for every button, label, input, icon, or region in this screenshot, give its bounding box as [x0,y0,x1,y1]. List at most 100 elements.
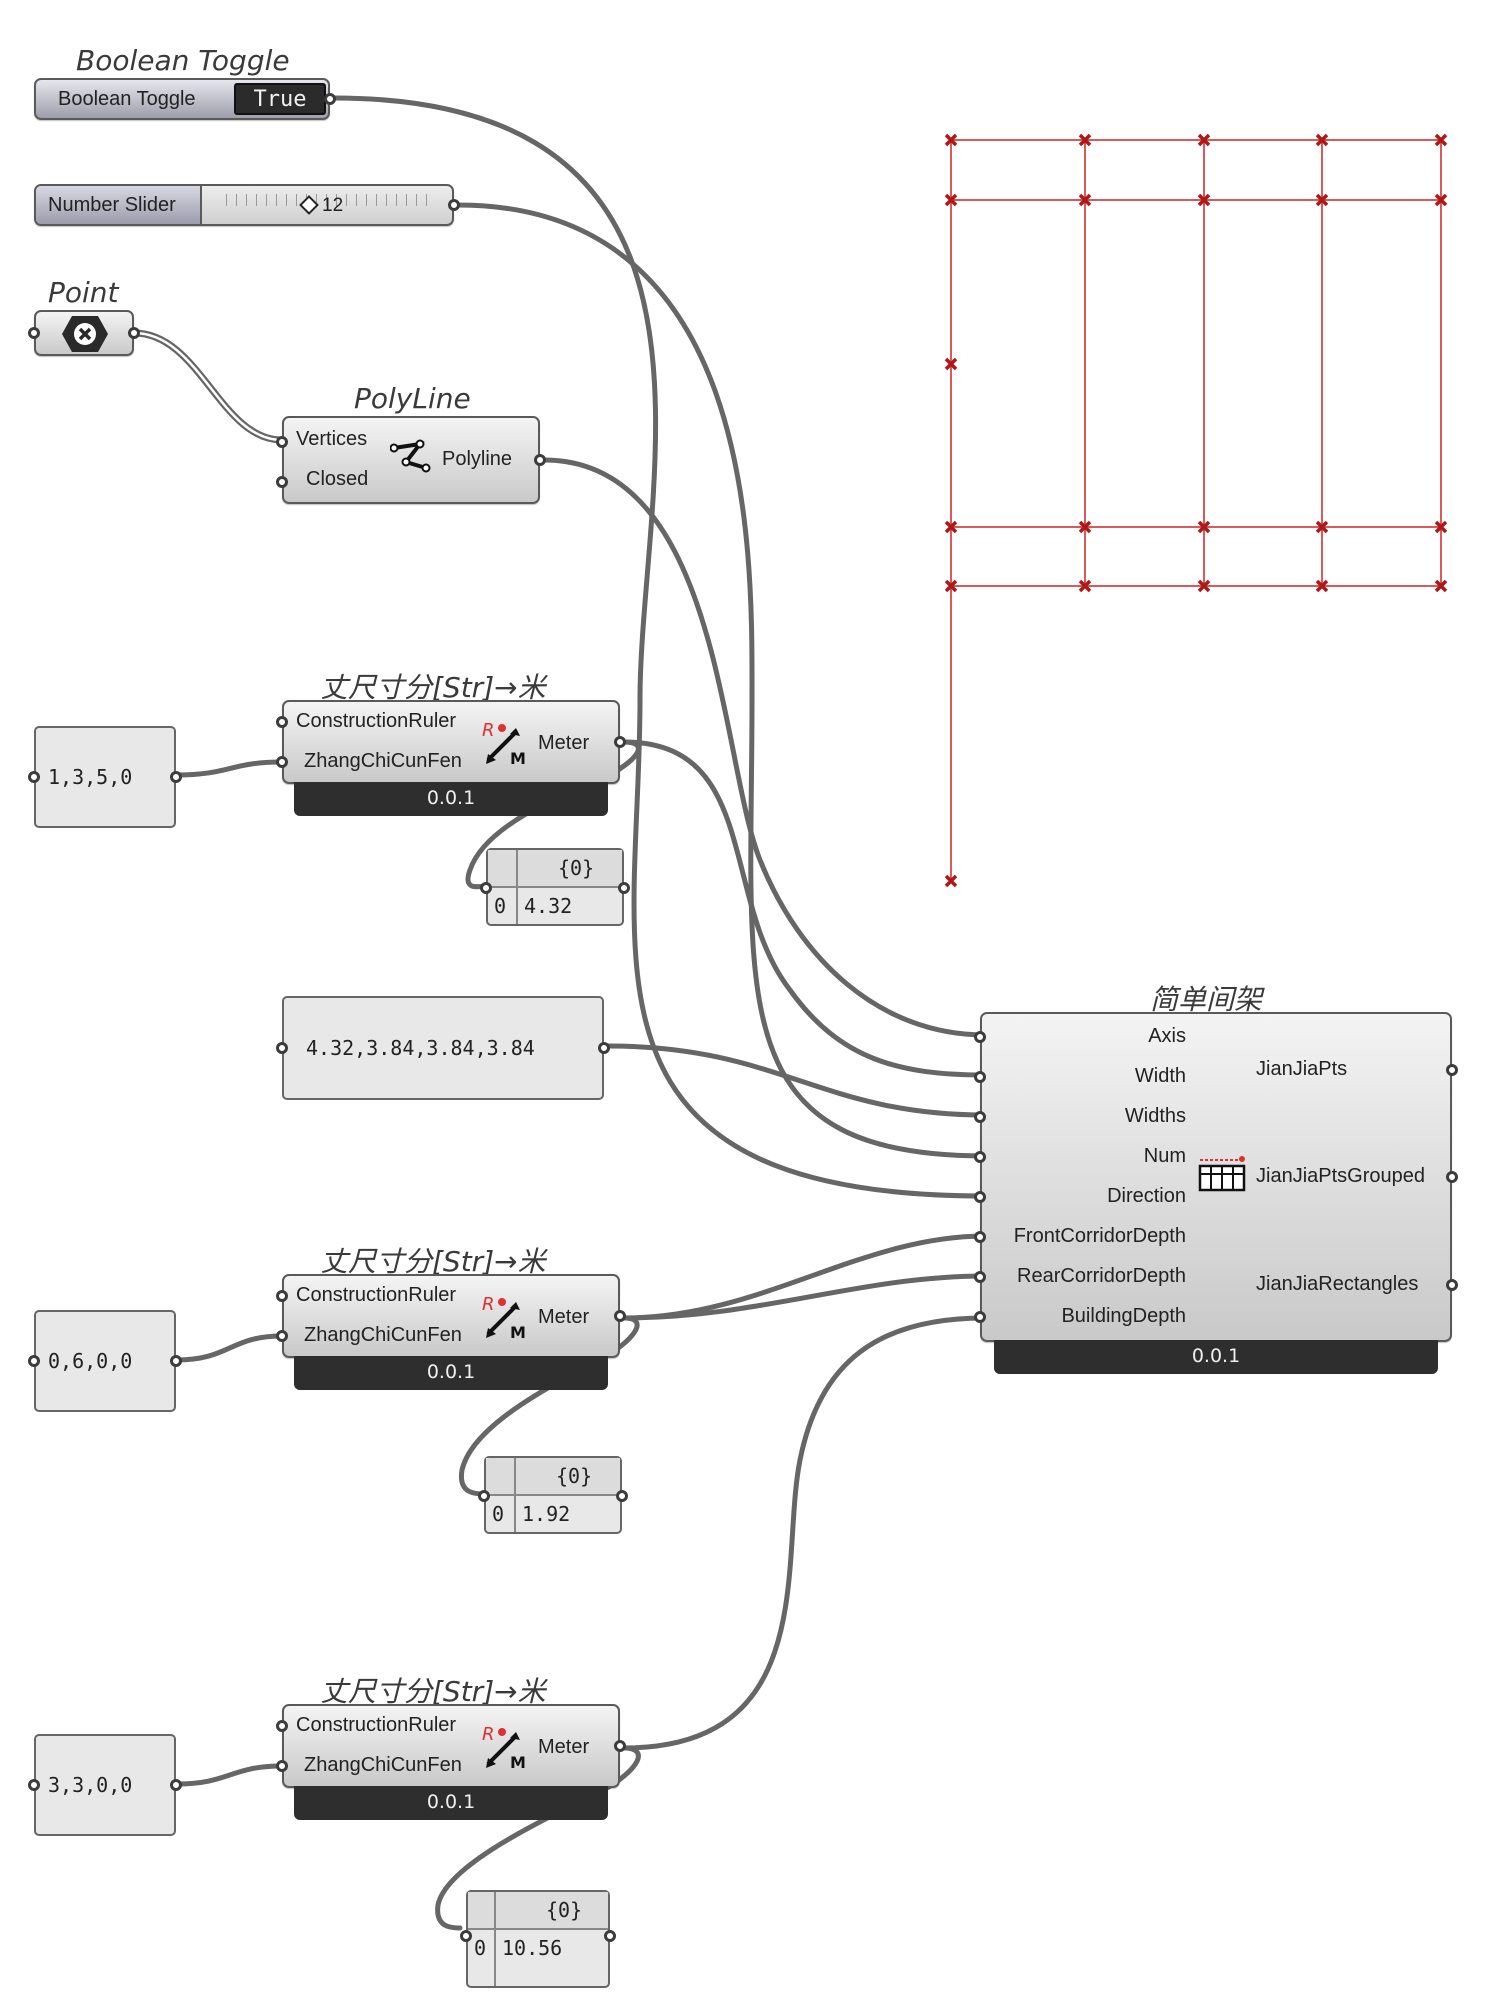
converter-3-input-panel[interactable]: 3,3,0,0 [28,1734,182,1836]
boolean-toggle[interactable]: Boolean Toggle True [34,78,336,120]
widths-panel-input-grip[interactable] [276,1042,288,1054]
converter-3[interactable]: ConstructionRuler ZhangChiCunFen R M Met… [276,1704,626,1788]
converter-1-title: 丈尺寸分[Str]→米 [320,671,546,704]
jianjia-pts-grip[interactable] [1446,1064,1458,1076]
result-1-value: 4.32 [524,894,573,918]
preview-point-marker [1078,579,1092,593]
converter-2-output-label: Meter [538,1306,590,1328]
svg-text:M: M [510,1323,526,1342]
converter-1-output-grip[interactable] [614,736,626,748]
result-3-input-grip[interactable] [460,1930,472,1942]
jianjia-num-grip[interactable] [974,1151,986,1163]
ruler-to-meter-icon: R M [482,1724,526,1772]
jianjia-widths-grip[interactable] [974,1111,986,1123]
polyline-output-grip[interactable] [534,454,546,466]
preview-point-marker [944,357,958,371]
point-input-grip[interactable] [28,327,40,339]
panel-3-input-grip[interactable] [28,1779,40,1791]
converter-1-ruler-grip[interactable] [276,716,288,728]
slider-track[interactable] [226,194,430,206]
converter-3-panel-value: 3,3,0,0 [48,1773,133,1797]
result-3-output-grip[interactable] [604,1930,616,1942]
jianjia-input-front-corridor: FrontCorridorDepth [1013,1225,1186,1247]
converter-3-output-grip[interactable] [614,1740,626,1752]
converter-1-input-zhang: ZhangChiCunFen [304,750,462,772]
converter-1-input-panel[interactable]: 1,3,5,0 [28,726,182,828]
converter-2-ruler-grip[interactable] [276,1290,288,1302]
jianjia-component[interactable]: Axis Width Widths Num Direction FrontCor… [974,1012,1458,1342]
preview-points [944,133,1448,888]
result-3-path: {0} [546,1898,583,1922]
slider-output-grip[interactable] [448,199,460,211]
jianjia-input-widths: Widths [1124,1105,1186,1127]
preview-point-marker [1197,133,1211,147]
panel-3-output-grip[interactable] [170,1779,182,1791]
result-3-index: 0 [474,1936,487,1960]
panel-2-input-grip[interactable] [28,1355,40,1367]
preview-point-marker [1197,520,1211,534]
jianjia-building-depth-grip[interactable] [974,1311,986,1323]
result-2-output-grip[interactable] [616,1490,628,1502]
jianjia-rectangles-grip[interactable] [1446,1279,1458,1291]
slider-label-area: Number Slider [36,186,202,224]
result-2-value: 1.92 [522,1502,571,1526]
jianjia-input-width: Width [1134,1065,1186,1087]
converter-1-zhang-grip[interactable] [276,756,288,768]
converter-1-panel-value: 1,3,5,0 [48,765,133,789]
wire-meter2-rear [621,1273,988,1321]
preview-point-marker [944,579,958,593]
toggle-value: True [253,87,307,112]
wire-widths-widths [605,1043,988,1118]
toggle-value-button[interactable]: True [234,83,326,115]
jianjia-direction-grip[interactable] [974,1191,986,1203]
converter-1[interactable]: ConstructionRuler ZhangChiCunFen R M Met… [276,700,626,784]
result-1-input-grip[interactable] [480,882,492,894]
ruler-to-meter-icon: R M [482,1294,526,1342]
jianjia-output-rectangles: JianJiaRectangles [1256,1273,1419,1295]
converter-2-zhang-grip[interactable] [276,1330,288,1342]
svg-text:R: R [482,1294,495,1315]
result-2-index: 0 [492,1502,505,1526]
jianjia-title: 简单间架 [1150,983,1263,1016]
widths-panel-value: 4.32,3.84,3.84,3.84 [306,1036,535,1060]
panel-1-output-grip[interactable] [170,771,182,783]
preview-point-marker [1078,133,1092,147]
preview-point-marker [944,133,958,147]
converter-2-output-grip[interactable] [614,1310,626,1322]
point-param[interactable] [28,310,140,356]
polyline-vertices-grip[interactable] [276,436,288,448]
wire-meter3-depth [621,1315,988,1751]
jianjia-axis-grip[interactable] [974,1031,986,1043]
converter-2[interactable]: ConstructionRuler ZhangChiCunFen R M Met… [276,1274,626,1358]
converter-3-zhang-grip[interactable] [276,1760,288,1772]
result-1-output-grip[interactable] [618,882,630,894]
converter-2-input-panel[interactable]: 0,6,0,0 [28,1310,182,1412]
panel-2-output-grip[interactable] [170,1355,182,1367]
svg-text:M: M [510,749,526,768]
preview-point-marker [1434,133,1448,147]
jianjia-front-corridor-grip[interactable] [974,1231,986,1243]
converter-3-input-ruler: ConstructionRuler [296,1714,457,1736]
point-output-grip[interactable] [128,327,140,339]
jianjia-input-rear-corridor: RearCorridorDepth [1017,1265,1186,1287]
toggle-output-grip[interactable] [324,93,336,105]
converter-2-result-panel[interactable]: {0} 0 1.92 [478,1456,628,1534]
converter-3-ruler-grip[interactable] [276,1720,288,1732]
polyline-closed-grip[interactable] [276,476,288,488]
wire-meter3-panel [435,1745,641,1931]
jianjia-version: 0.0.1 [994,1340,1438,1374]
converter-1-result-panel[interactable]: {0} 0 4.32 [480,848,630,926]
polyline-component[interactable]: Vertices Closed Polyline [276,416,546,504]
result-2-input-grip[interactable] [478,1490,490,1502]
converter-3-version: 0.0.1 [294,1786,608,1820]
converter-3-result-panel[interactable]: {0} 0 10.56 [460,1890,616,1988]
widths-panel-output-grip[interactable] [598,1042,610,1054]
panel-1-input-grip[interactable] [28,771,40,783]
number-slider[interactable]: Number Slider 12 [34,184,460,226]
widths-panel[interactable]: 4.32,3.84,3.84,3.84 [276,996,610,1100]
preview-point-marker [1315,520,1329,534]
jianjia-pts-grouped-grip[interactable] [1446,1171,1458,1183]
jianjia-rear-corridor-grip[interactable] [974,1271,986,1283]
result-2-path: {0} [556,1464,593,1488]
jianjia-width-grip[interactable] [974,1071,986,1083]
